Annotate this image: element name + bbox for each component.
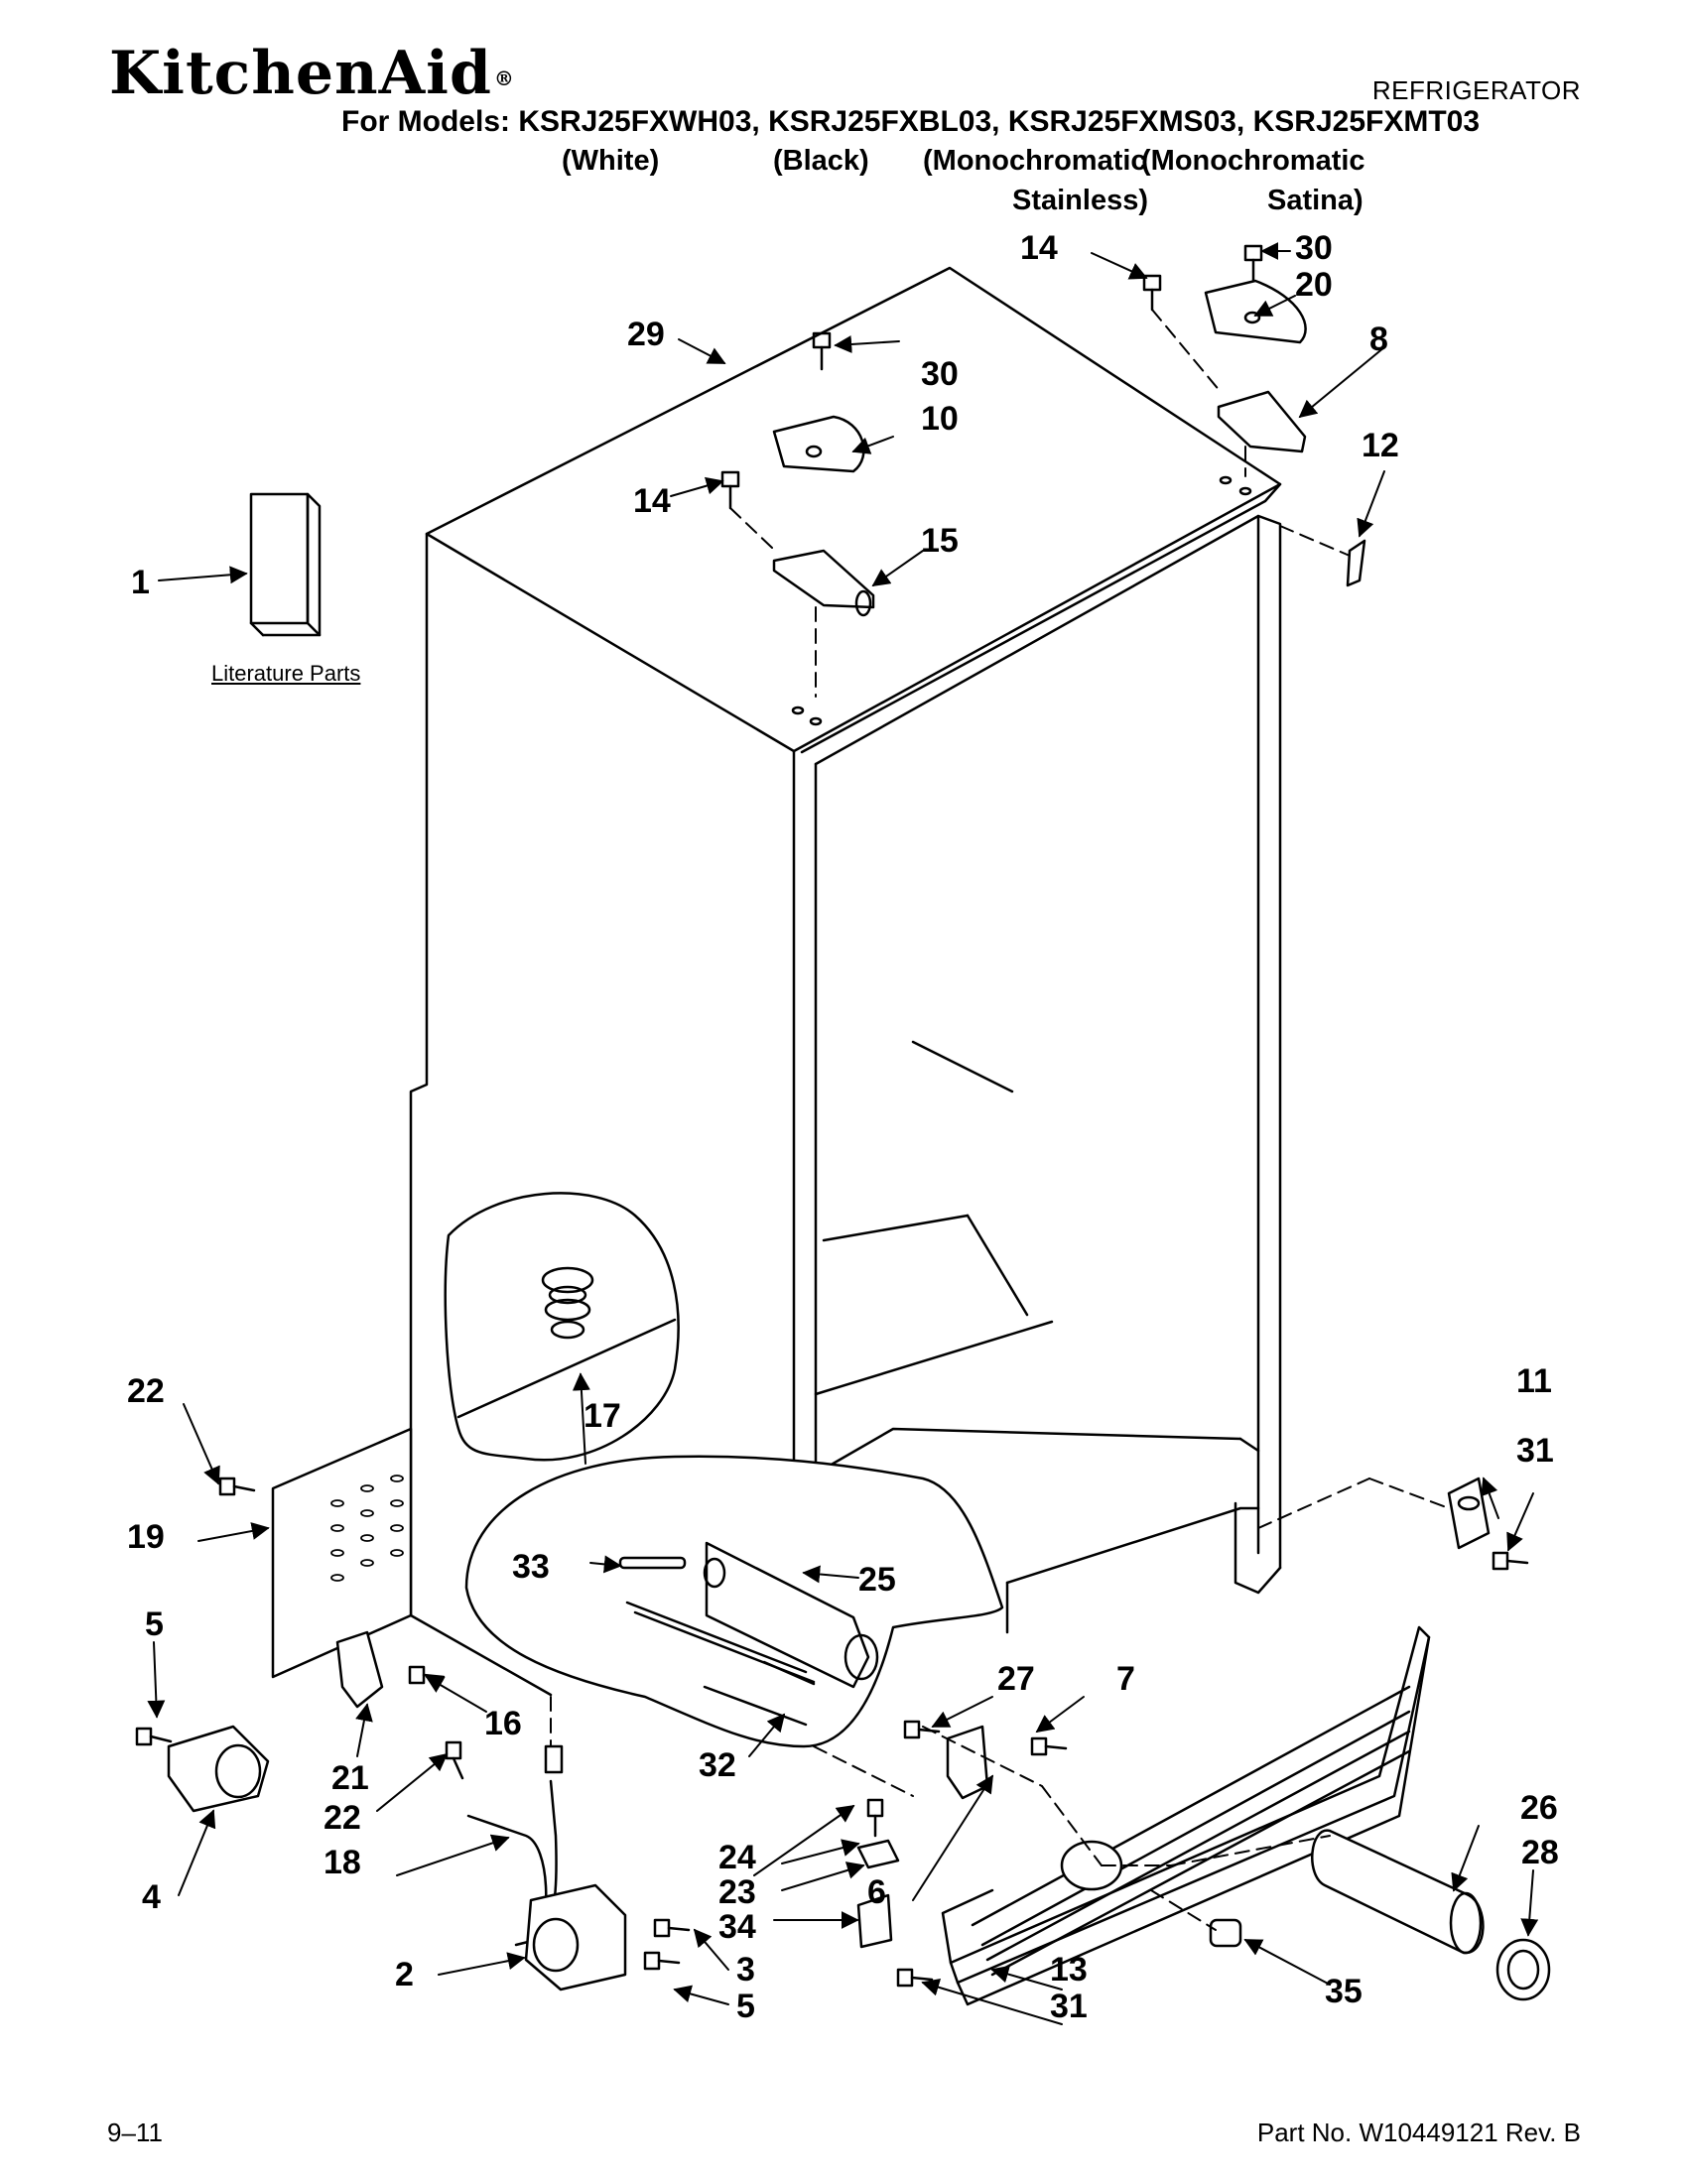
callout-24: 24	[718, 1839, 756, 1876]
hinge-11	[1447, 1477, 1491, 1550]
callout-16: 16	[484, 1705, 522, 1742]
cutaway-lower-view	[464, 1455, 1004, 1748]
callout-14-top: 14	[1020, 229, 1058, 267]
hinge-pin-12	[1346, 539, 1366, 587]
callout-31-right: 31	[1516, 1432, 1554, 1470]
callout-11: 11	[1516, 1362, 1552, 1400]
hinge-parts-23-34	[856, 1839, 900, 1949]
callout-5-left: 5	[145, 1606, 164, 1643]
callout-32: 32	[699, 1746, 736, 1784]
callout-22-left: 22	[127, 1372, 165, 1410]
cutaway-drain-view	[444, 1192, 680, 1462]
callout-31-bottom: 31	[1050, 1988, 1088, 2025]
callout-17: 17	[584, 1397, 621, 1435]
filter-cap-28	[1495, 1938, 1551, 2001]
callout-13: 13	[1050, 1951, 1088, 1989]
callout-30-top: 30	[1295, 229, 1333, 267]
hinge-2	[524, 1883, 627, 1991]
callout-14-mid: 14	[633, 482, 671, 520]
bracket-6	[946, 1725, 989, 1800]
literature-booklet	[249, 492, 322, 637]
callout-2: 2	[395, 1956, 414, 1993]
hinge-8	[1217, 390, 1307, 453]
callout-15: 15	[921, 522, 959, 560]
hinge-15	[772, 549, 875, 617]
bracket-21	[335, 1630, 384, 1709]
variant-black: (Black)	[773, 145, 869, 177]
callout-6: 6	[867, 1873, 886, 1911]
callout-19: 19	[127, 1518, 165, 1556]
callout-21: 21	[331, 1759, 369, 1797]
water-filter-26	[1311, 1829, 1485, 1955]
callout-7: 7	[1116, 1660, 1135, 1698]
callout-5-bottom: 5	[736, 1988, 755, 2025]
callout-3: 3	[736, 1951, 755, 1989]
bypass-clip-35	[1209, 1918, 1242, 1948]
document-type: REFRIGERATOR	[1371, 75, 1581, 105]
callout-18: 18	[324, 1844, 361, 1881]
variant-monochromatic-satina: (Monochromatic	[1141, 145, 1365, 177]
footer-part-number: Part No. W10449121 Rev. B	[1256, 2118, 1581, 2147]
callout-20: 20	[1295, 266, 1333, 304]
footer-date: 9–11	[107, 2118, 163, 2147]
hinge-cover-20	[1204, 279, 1307, 344]
variant-stainless: Stainless)	[1012, 185, 1148, 216]
callout-leaders	[147, 242, 1539, 2025]
callout-35: 35	[1325, 1973, 1363, 2010]
callout-12: 12	[1362, 427, 1399, 464]
variant-white: (White)	[562, 145, 660, 177]
callout-1: 1	[131, 564, 150, 601]
models-line: For Models: KSRJ25FXWH03, KSRJ25FXBL03, …	[341, 105, 1481, 138]
callout-30-mid: 30	[921, 355, 959, 393]
brand-logo: KitchenAid®	[109, 39, 515, 108]
callout-25: 25	[858, 1561, 896, 1599]
callout-26: 26	[1520, 1789, 1558, 1827]
callout-4: 4	[142, 1878, 161, 1916]
alignment-lines	[550, 309, 1450, 1931]
variant-satina: Satina)	[1267, 185, 1363, 216]
callout-23: 23	[718, 1873, 756, 1911]
callout-8: 8	[1369, 321, 1388, 358]
refrigerator-cabinet	[409, 266, 1282, 1697]
rear-grille-19	[271, 1427, 413, 1679]
callout-33: 33	[512, 1548, 550, 1586]
callout-10: 10	[921, 400, 959, 438]
callout-22-bottom: 22	[324, 1799, 361, 1837]
variant-monochromatic-stainless: (Monochromatic	[923, 145, 1147, 177]
callout-29: 29	[627, 316, 665, 353]
callout-27: 27	[997, 1660, 1035, 1698]
callout-28: 28	[1521, 1834, 1559, 1871]
roller-4	[167, 1725, 270, 1813]
callout-34: 34	[718, 1908, 756, 1946]
literature-parts-label: Literature Parts	[211, 661, 361, 686]
